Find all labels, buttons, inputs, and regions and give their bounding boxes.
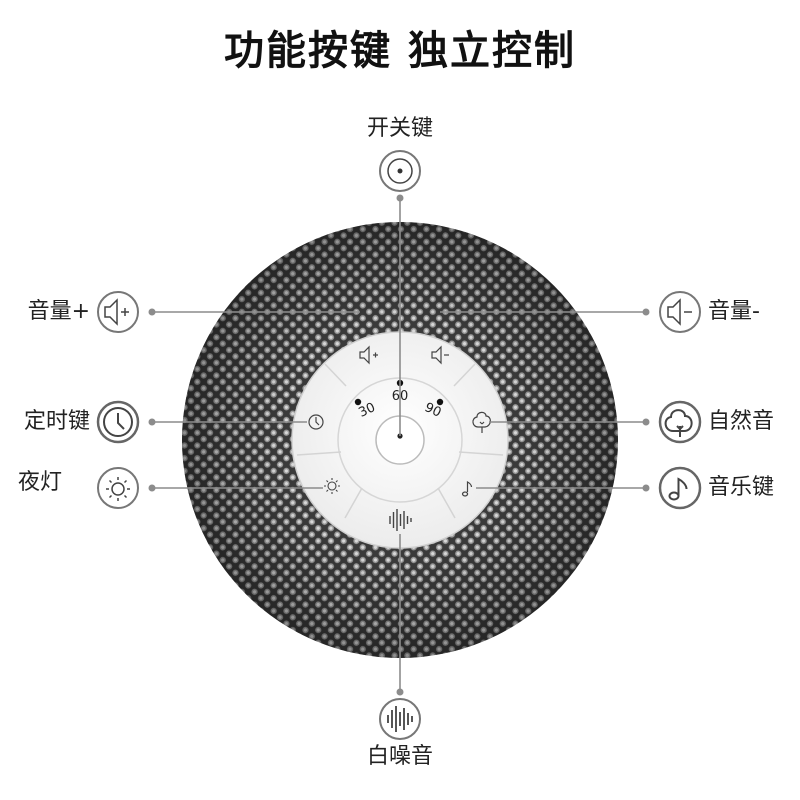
speaker-plus-icon bbox=[98, 292, 138, 332]
clock-icon bbox=[98, 402, 138, 442]
timer-label: 定时键 bbox=[10, 409, 90, 435]
volume-down-label: 音量- bbox=[708, 299, 760, 325]
music-label: 音乐键 bbox=[708, 475, 774, 501]
speaker-minus-icon bbox=[660, 292, 700, 332]
nature-sound-label: 自然音 bbox=[708, 409, 774, 435]
night-light-label: 夜灯 bbox=[18, 470, 62, 496]
power-icon bbox=[380, 151, 420, 191]
volume-up-label: 音量+ bbox=[10, 299, 90, 325]
sound-wave-icon bbox=[380, 699, 420, 739]
tree-icon bbox=[660, 402, 700, 442]
music-note-icon bbox=[660, 468, 700, 508]
sun-icon bbox=[98, 468, 138, 508]
power-label: 开关键 bbox=[340, 116, 460, 142]
white-noise-label: 白噪音 bbox=[340, 744, 460, 770]
